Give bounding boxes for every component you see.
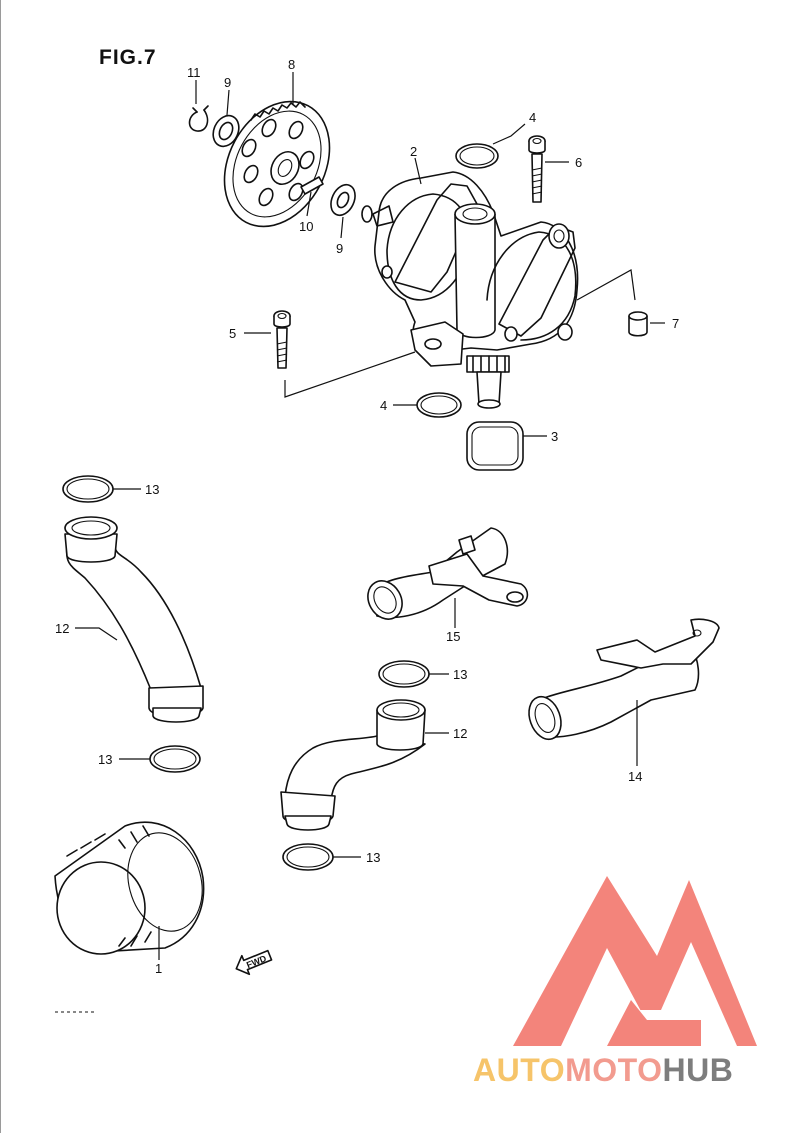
callout-13-d: 13 [366,850,380,865]
part-14-oil-pipe [528,618,720,741]
watermark-moto: MOTO [565,1052,663,1088]
callout-4-lower: 4 [380,398,387,413]
callout-14: 14 [628,769,642,784]
callout-9-upper: 9 [224,75,231,90]
part-10-pin [300,176,324,195]
part-11-circlip [188,105,209,132]
callout-5: 5 [229,326,236,341]
figure-title: FIG.7 [99,46,157,69]
leader-lines [75,72,665,960]
part-9-washer-upper [212,114,240,148]
part-13-o-ring-c [378,660,430,688]
part-6-bolt [528,135,546,203]
callout-4-upper: 4 [529,110,536,125]
part-7-dowel-pin [628,311,648,337]
part-2-oil-pump-assembly [361,171,579,409]
callout-15: 15 [446,629,460,644]
fwd-label: FWD [245,953,268,970]
automotohub-logo-mark [513,876,757,1046]
callout-10: 10 [299,219,313,234]
guide-line-dowel-7 [576,269,636,301]
fwd-direction-arrow: FWD [235,949,273,976]
part-13-o-ring-d [282,843,334,871]
part-8-oil-pump-gear [223,100,331,228]
callout-13-a: 13 [145,482,159,497]
callout-13-c: 13 [453,667,467,682]
part-9-washer-lower [330,183,356,217]
guide-line-bolt-5 [284,351,416,398]
automotohub-watermark-text: AUTOMOTOHUB [473,1052,733,1089]
part-13-o-ring-b [149,745,201,773]
part-1-oil-filter [54,821,205,955]
callout-7: 7 [672,316,679,331]
part-5-bolt [273,310,291,369]
callout-3: 3 [551,429,558,444]
callout-6: 6 [575,155,582,170]
callout-8: 8 [288,57,295,72]
part-12-oil-pipe-middle [280,699,426,831]
part-4-o-ring-upper [455,143,499,169]
part-13-o-ring-a [62,475,114,503]
callout-13-b: 13 [98,752,112,767]
part-4-o-ring-lower [416,392,462,418]
callout-12-left: 12 [55,621,69,636]
callout-numbers: 11 9 8 9 10 2 4 6 5 7 4 3 13 12 13 13 12… [55,57,679,976]
callout-9-lower: 9 [336,241,343,256]
callout-1: 1 [155,961,162,976]
part-12-oil-pipe-left [64,516,204,723]
callout-11: 11 [187,65,201,80]
watermark-auto: AUTO [473,1052,566,1088]
callout-12-middle: 12 [453,726,467,741]
part-3-gasket [466,421,524,471]
part-15-oil-pipe [367,527,529,620]
callout-2: 2 [410,144,417,159]
watermark-hub: HUB [662,1052,734,1088]
